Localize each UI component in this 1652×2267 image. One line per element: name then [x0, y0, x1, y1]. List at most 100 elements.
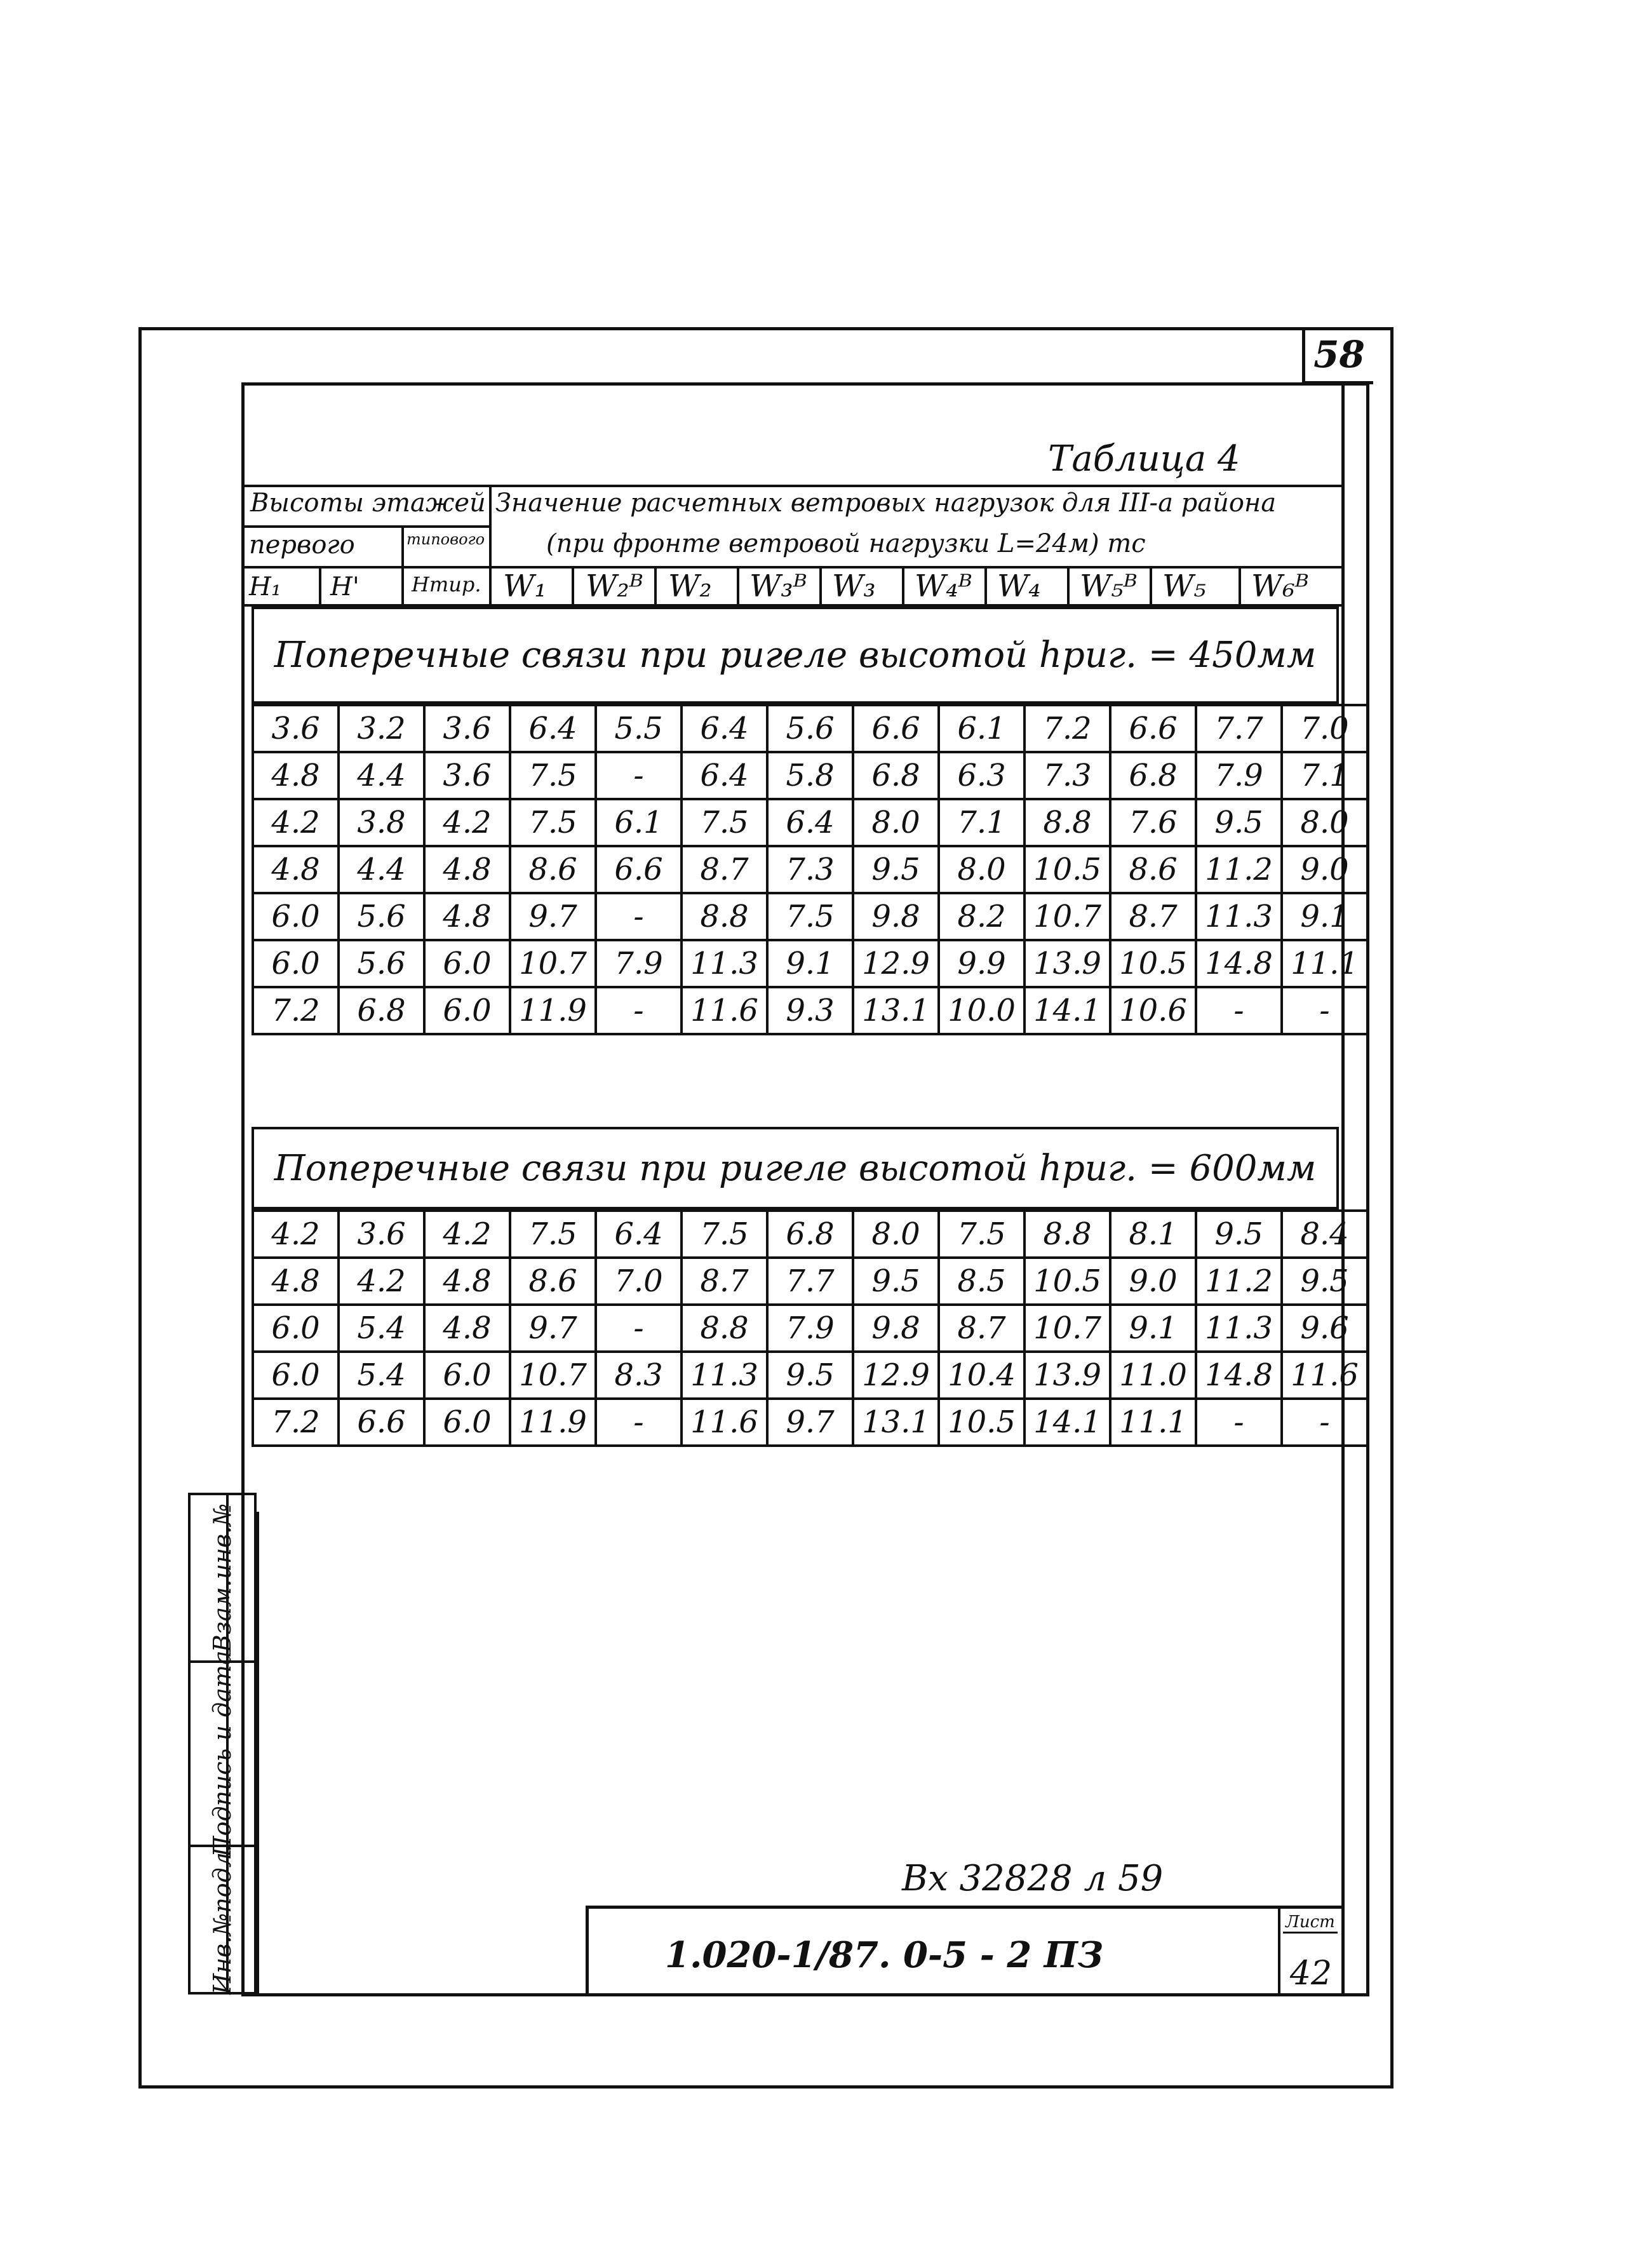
table-cell: 7.1: [1280, 751, 1369, 800]
table-cell: 9.5: [1195, 798, 1283, 847]
table-cell: 11.0: [1109, 1350, 1197, 1400]
table-cell: 7.1: [937, 798, 1026, 847]
table-cell: 6.0: [252, 1303, 340, 1353]
col-header: W₂: [668, 568, 712, 604]
col-divider: [654, 566, 657, 607]
table-cell: 13.9: [1023, 1350, 1111, 1400]
table-cell: 6.6: [594, 845, 683, 894]
table-cell: 9.1: [1109, 1303, 1197, 1353]
table-cell: 8.0: [1280, 798, 1369, 847]
header-divider: [401, 525, 404, 607]
table-cell: 9.8: [852, 1303, 940, 1353]
table-cell: 4.2: [423, 798, 511, 847]
table-cell: 13.1: [852, 986, 940, 1035]
col-divider: [737, 566, 739, 607]
table-cell: 6.6: [852, 704, 940, 753]
table-cell: 8.6: [1109, 845, 1197, 894]
table-cell: 8.0: [852, 1209, 940, 1259]
side-cell-inventory-replace: Взам.инв.№: [191, 1495, 254, 1660]
table-cell: 5.8: [766, 751, 854, 800]
col-header: W₃ᴮ: [749, 568, 807, 604]
table-cell: 6.0: [252, 939, 340, 988]
side-label: Взам.инв.№: [208, 1503, 236, 1653]
table-cell: 6.0: [423, 1397, 511, 1447]
table-cell: 8.1: [1109, 1209, 1197, 1259]
table-cell: -: [1280, 1397, 1369, 1447]
table-cell: 4.8: [423, 1303, 511, 1353]
table-cell: 9.7: [509, 1303, 597, 1353]
table-cell: 7.9: [594, 939, 683, 988]
table-cell: 6.8: [852, 751, 940, 800]
table-cell: 9.9: [937, 939, 1026, 988]
table-cell: 7.5: [937, 1209, 1026, 1259]
table-cell: 6.3: [937, 751, 1026, 800]
table-cell: 9.0: [1109, 1256, 1197, 1306]
table-cell: 12.9: [852, 939, 940, 988]
table-cell: 6.8: [766, 1209, 854, 1259]
table-cell: 8.8: [680, 1303, 769, 1353]
table-cell: 6.8: [1109, 751, 1197, 800]
table-cell: 8.8: [1023, 1209, 1111, 1259]
table-cell: 3.6: [252, 704, 340, 753]
col-header: W₅ᴮ: [1080, 568, 1138, 604]
table-cell: 6.1: [594, 798, 683, 847]
table-cell: 3.8: [337, 798, 426, 847]
header-bottom-line: [241, 604, 1341, 607]
table-cell: 8.6: [509, 1256, 597, 1306]
header-divider: [489, 485, 492, 607]
col-divider: [1067, 566, 1070, 607]
table-cell: 5.4: [337, 1350, 426, 1400]
table-cell: 7.5: [766, 892, 854, 941]
table-cell: 10.7: [509, 1350, 597, 1400]
sheet-number: 58: [1302, 327, 1373, 384]
table-cell: 12.9: [852, 1350, 940, 1400]
table-cell: 9.7: [766, 1397, 854, 1447]
table-cell: 7.0: [1280, 704, 1369, 753]
table-cell: 4.2: [423, 1209, 511, 1259]
table-cell: 7.3: [1023, 751, 1111, 800]
table-cell: 4.2: [252, 1209, 340, 1259]
col-divider: [319, 566, 321, 607]
table-cell: 10.5: [1023, 1256, 1111, 1306]
table-cell: 9.8: [852, 892, 940, 941]
table-cell: 10.7: [1023, 1303, 1111, 1353]
table-cell: 4.2: [252, 798, 340, 847]
col-header: W₁: [503, 568, 547, 604]
col-divider: [984, 566, 987, 607]
table-cell: 7.9: [766, 1303, 854, 1353]
table-cell: 11.3: [1195, 892, 1283, 941]
table-cell: 11.3: [1195, 1303, 1283, 1353]
header-loads: Значение расчетных ветровых нагрузок для…: [495, 488, 1277, 518]
table-cell: 4.4: [337, 845, 426, 894]
body-left-line: [257, 1512, 259, 1995]
col-header: W₆ᴮ: [1251, 568, 1309, 604]
table-cell: 5.4: [337, 1303, 426, 1353]
table-cell: 10.7: [509, 939, 597, 988]
side-cell-signature: Подпись и дата: [191, 1650, 254, 1857]
table-cell: 5.6: [337, 892, 426, 941]
col-header: W₃: [832, 568, 876, 604]
table-cell: 14.1: [1023, 986, 1111, 1035]
table-cell: 4.8: [252, 751, 340, 800]
table-cell: 8.8: [1023, 798, 1111, 847]
table-cell: 9.3: [766, 986, 854, 1035]
table-title: Таблица 4: [1048, 438, 1240, 480]
table-cell: 11.6: [680, 986, 769, 1035]
section-title-600: Поперечные связи при ригеле высотой hриг…: [252, 1127, 1339, 1209]
table-cell: 5.5: [594, 704, 683, 753]
table-cell: 13.1: [852, 1397, 940, 1447]
table-cell: 11.6: [1280, 1350, 1369, 1400]
table-cell: 14.8: [1195, 1350, 1283, 1400]
table-cell: 7.9: [1195, 751, 1283, 800]
col-header: W₅: [1162, 568, 1206, 604]
table-cell: 6.1: [937, 704, 1026, 753]
table-cell: 7.5: [509, 751, 597, 800]
outer-frame: [138, 327, 1393, 2089]
